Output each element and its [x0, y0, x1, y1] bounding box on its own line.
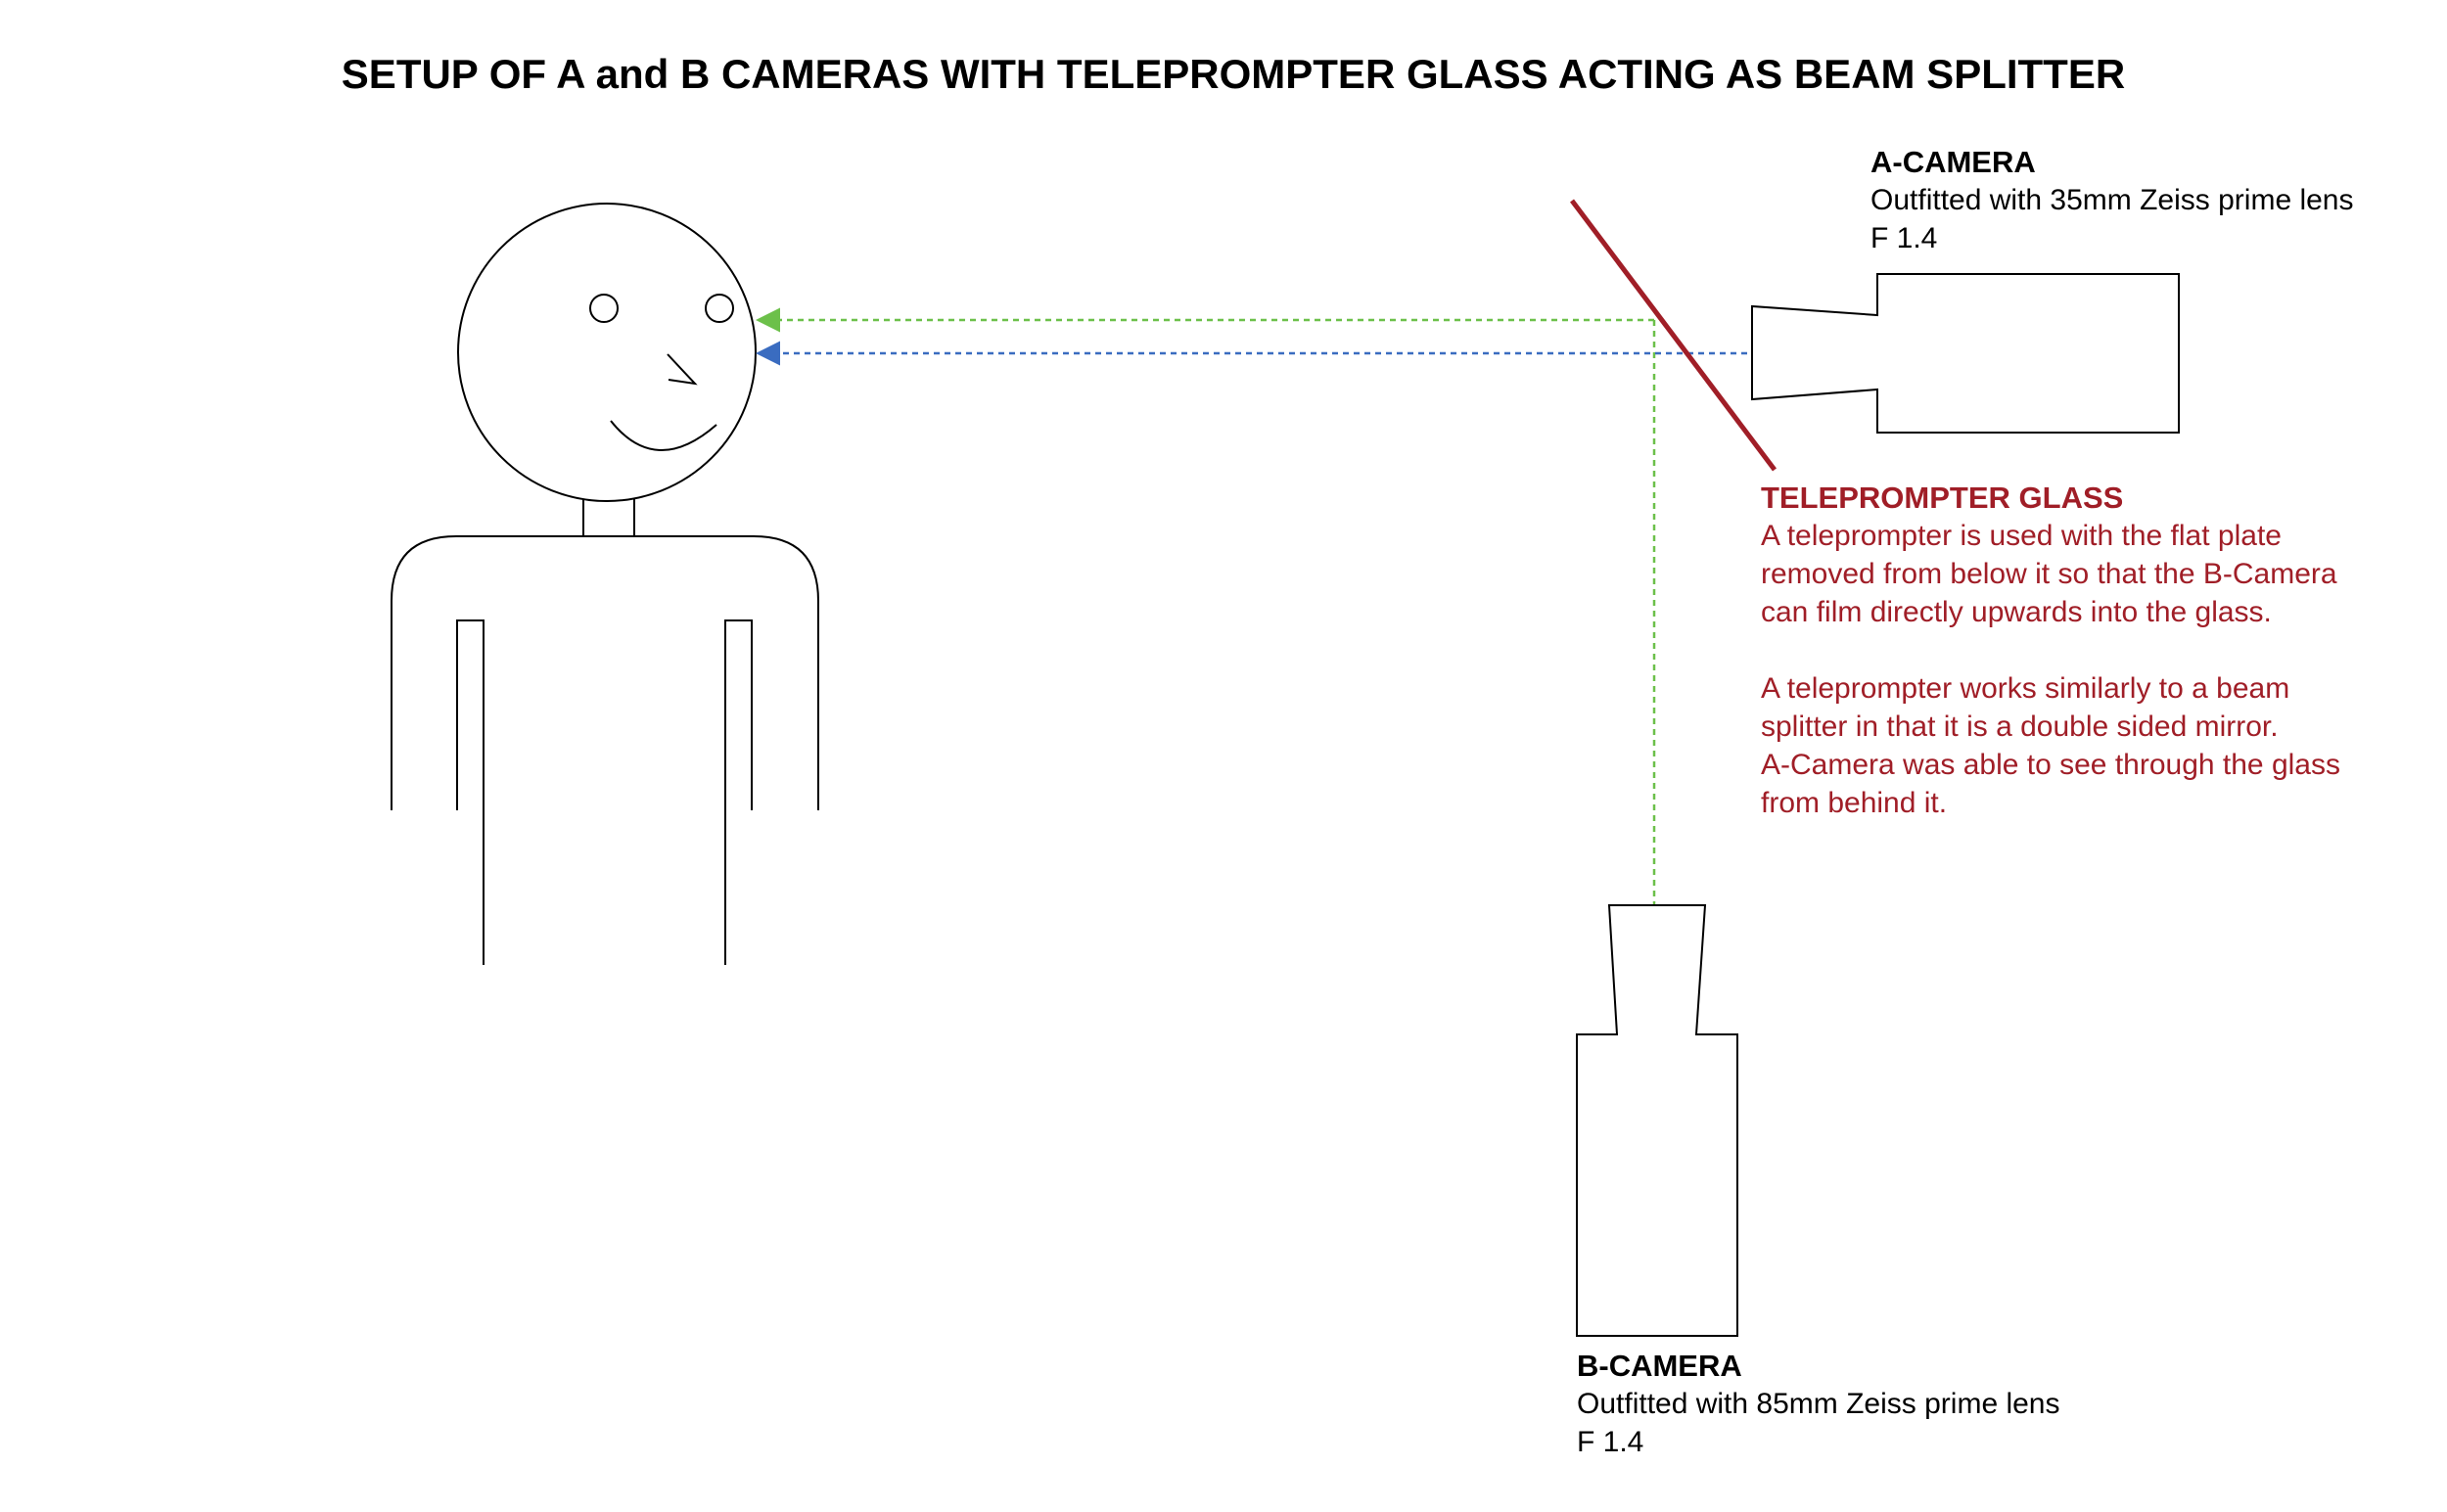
b-camera-label: B-CAMERA Outfitted with 85mm Zeiss prime…	[1577, 1347, 2060, 1461]
b-camera-aperture: F 1.4	[1577, 1426, 1644, 1458]
a-camera-lens: Outfitted with 35mm Zeiss prime lens	[1870, 184, 2354, 216]
b-camera-body	[1576, 904, 1738, 1337]
teleprompter-text-line: A teleprompter works similarly to a beam	[1761, 672, 2290, 705]
person-figure	[391, 203, 819, 965]
person-nose	[667, 353, 698, 386]
teleprompter-label: TELEPROMPTER GLASS A teleprompter is use…	[1761, 479, 2340, 822]
teleprompter-heading: TELEPROMPTER GLASS	[1761, 481, 2124, 515]
person-neck	[582, 499, 635, 536]
teleprompter-text-line: removed from below it so that the B-Came…	[1761, 558, 2337, 590]
person-right-arm	[724, 619, 753, 965]
person-left-arm	[456, 619, 485, 965]
diagram-title: SETUP OF A and B CAMERAS WITH TELEPROMPT…	[341, 51, 2126, 97]
b-camera-heading: B-CAMERA	[1577, 1349, 1742, 1383]
teleprompter-text-line: splitter in that it is a double sided mi…	[1761, 710, 2279, 743]
person-body	[391, 535, 819, 810]
teleprompter-text-line: can film directly upwards into the glass…	[1761, 596, 2272, 628]
teleprompter-glass	[1570, 199, 1777, 472]
teleprompter-text-line: from behind it.	[1761, 787, 1948, 819]
teleprompter-text-line: A teleprompter is used with the flat pla…	[1761, 520, 2282, 552]
person-mouth	[610, 420, 717, 451]
a-camera-aperture: F 1.4	[1870, 222, 1938, 254]
teleprompter-text-line: A-Camera was able to see through the gla…	[1761, 749, 2340, 781]
b-camera-lens: Outfitted with 85mm Zeiss prime lens	[1577, 1388, 2060, 1420]
a-camera-heading: A-CAMERA	[1870, 145, 2036, 179]
person-left-eye	[589, 294, 619, 323]
person-right-eye	[705, 294, 734, 323]
a-camera-label: A-CAMERA Outfitted with 35mm Zeiss prime…	[1870, 143, 2354, 257]
a-camera-body	[1751, 273, 2180, 434]
person-head	[457, 203, 757, 502]
